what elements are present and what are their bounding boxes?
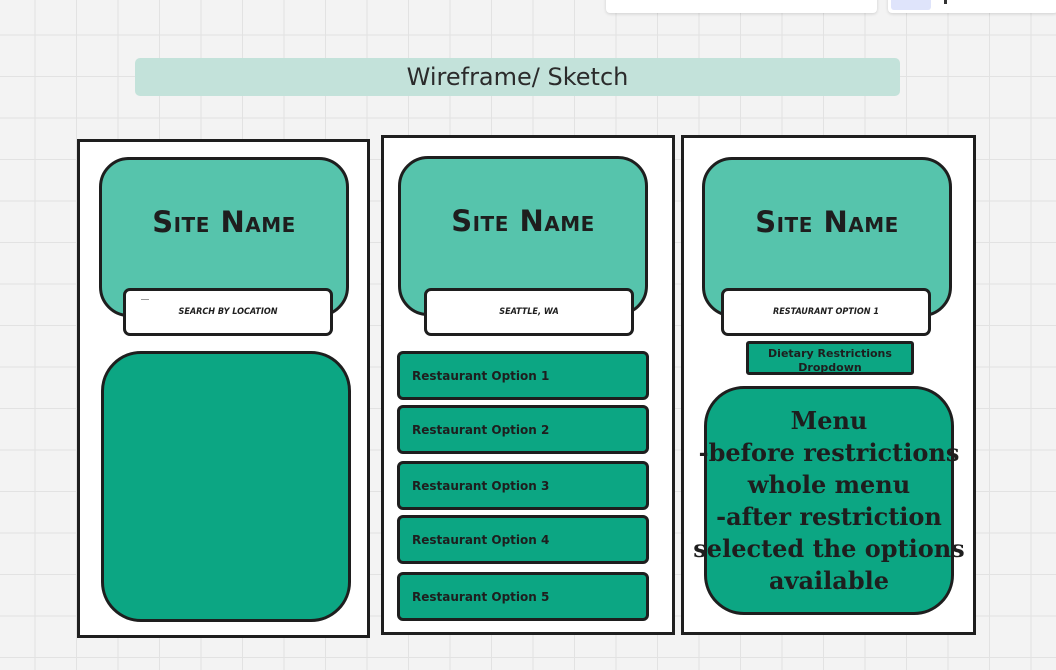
menu-text-line: -after restriction (716, 501, 942, 531)
text-cursor-mark (141, 299, 149, 300)
menu-panel[interactable]: Menu -before restrictions whole menu -af… (693, 386, 965, 615)
wireframe-frame-search[interactable]: Site Name Search by location (77, 139, 370, 638)
toolbar-panel-right (888, 0, 1056, 13)
restaurant-option[interactable]: Restaurant Option 4 (397, 515, 649, 564)
toolbar-panel-left (606, 0, 877, 13)
restaurant-option[interactable]: Restaurant Option 5 (397, 572, 649, 621)
search-location-label: Search by location (178, 307, 278, 317)
restaurant-option[interactable]: Restaurant Option 1 (397, 351, 649, 400)
wireframe-frame-results[interactable]: Site Name Seattle, WA Restaurant Option … (381, 135, 675, 635)
restaurant-option[interactable]: Restaurant Option 3 (397, 461, 649, 510)
menu-text-line: available (769, 565, 889, 595)
toolbar-chip[interactable] (891, 0, 931, 10)
site-name: Site Name (755, 205, 899, 239)
menu-text-line: -before restrictions (698, 437, 960, 467)
site-name: Site Name (451, 204, 595, 238)
restaurant-field[interactable]: Restaurant Option 1 (721, 288, 931, 336)
location-field[interactable]: Seattle, WA (424, 288, 634, 336)
menu-text-line: selected the options (693, 533, 965, 563)
restaurant-option[interactable]: Restaurant Option 2 (397, 405, 649, 454)
wireframe-frame-menu[interactable]: Site Name Restaurant Option 1 Dietary Re… (681, 135, 976, 635)
content-panel[interactable] (101, 351, 351, 622)
restaurant-label: Restaurant Option 1 (773, 307, 879, 317)
menu-text-line: whole menu (747, 469, 911, 499)
dietary-restrictions-dropdown[interactable]: Dietary Restrictions Dropdown (746, 341, 914, 375)
toolbar-marker (944, 0, 947, 4)
menu-text-line: Menu (790, 405, 868, 435)
location-label: Seattle, WA (499, 307, 559, 317)
board-title[interactable]: Wireframe/ Sketch (135, 58, 900, 96)
search-location-field[interactable]: Search by location (123, 288, 333, 336)
site-name: Site Name (152, 205, 296, 239)
